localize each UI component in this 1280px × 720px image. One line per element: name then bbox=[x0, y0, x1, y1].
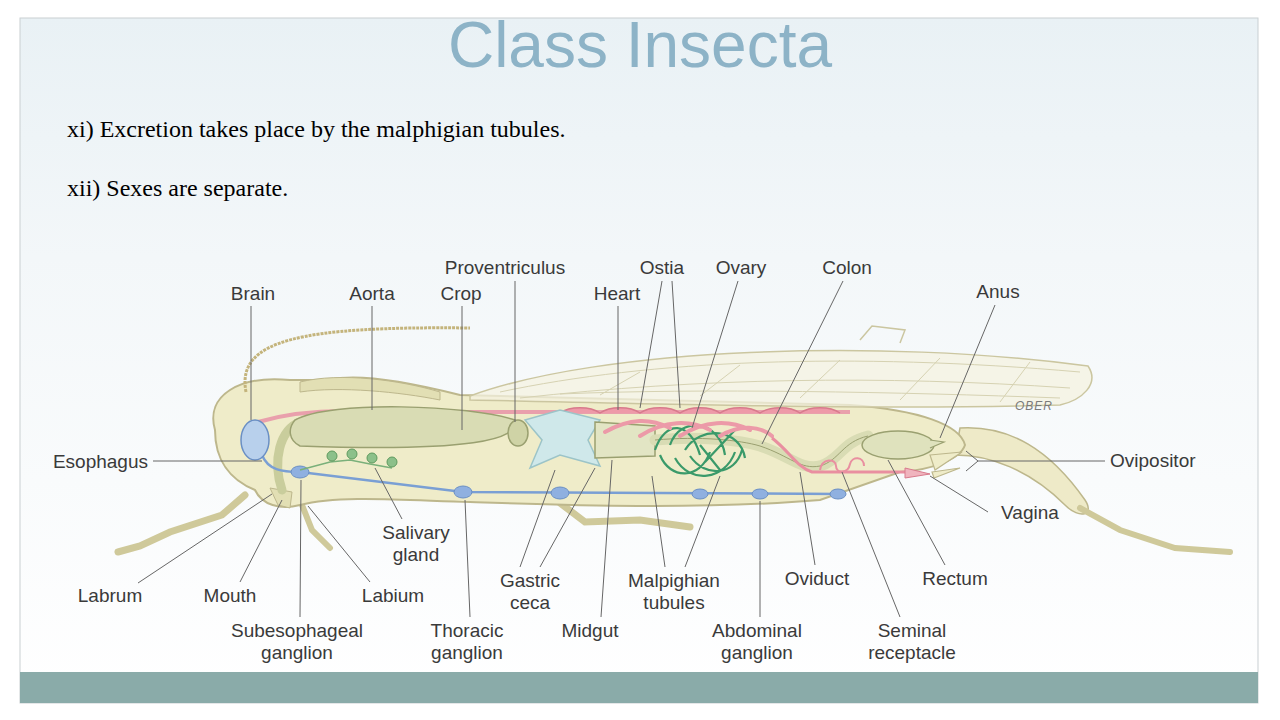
salivary-duct bbox=[300, 460, 392, 470]
wing bbox=[470, 351, 1092, 408]
rectum bbox=[862, 431, 934, 459]
heart bbox=[560, 408, 840, 413]
leader-line bbox=[240, 500, 282, 582]
leader-line bbox=[940, 305, 995, 438]
part-label: Malpighian tubules bbox=[614, 570, 734, 614]
leader-lines bbox=[138, 281, 1105, 617]
front-leg bbox=[118, 495, 245, 552]
salivary-gland bbox=[347, 449, 357, 459]
artist-signature: OBER bbox=[1015, 400, 1053, 414]
part-label: Mouth bbox=[195, 585, 265, 607]
part-label: Ovipositor bbox=[1110, 450, 1250, 472]
leader-line bbox=[462, 306, 463, 430]
leader-line bbox=[251, 306, 252, 420]
part-label: Heart bbox=[582, 283, 652, 305]
part-label: Gastric ceca bbox=[490, 570, 570, 614]
colon bbox=[655, 436, 868, 467]
part-label: Rectum bbox=[915, 568, 995, 590]
ganglion bbox=[551, 487, 569, 499]
part-label: Anus bbox=[963, 281, 1033, 303]
footer-band bbox=[20, 672, 1258, 703]
part-label: Esophagus bbox=[28, 451, 148, 473]
crop bbox=[290, 407, 515, 448]
wing-tip bbox=[860, 326, 905, 343]
leader-line bbox=[842, 472, 900, 617]
part-label: Thoracic ganglion bbox=[412, 620, 522, 664]
midgut bbox=[595, 422, 655, 458]
note-text: xii) Sexes are separate. bbox=[67, 175, 288, 203]
leader-line bbox=[888, 460, 945, 565]
leader-line bbox=[640, 281, 680, 408]
part-label: Labium bbox=[358, 585, 428, 607]
part-label: Abdominal ganglion bbox=[702, 620, 812, 664]
leader-line bbox=[760, 501, 761, 617]
salivary-gland bbox=[387, 457, 397, 467]
malpighian-tubules bbox=[655, 425, 745, 476]
leader-line bbox=[375, 468, 402, 519]
ganglion bbox=[752, 489, 768, 499]
leader-line bbox=[652, 476, 720, 567]
leader-line bbox=[520, 468, 595, 567]
brain bbox=[241, 420, 269, 460]
part-label: Labrum bbox=[70, 585, 150, 607]
salivary-gland bbox=[327, 451, 337, 461]
pronotum bbox=[300, 377, 440, 400]
front-leg bbox=[300, 500, 330, 548]
leader-line bbox=[515, 281, 516, 422]
wing-veins bbox=[500, 358, 1080, 402]
ovary bbox=[605, 421, 772, 436]
leader-line bbox=[138, 494, 272, 583]
part-label: Colon bbox=[812, 257, 882, 279]
ganglion bbox=[454, 486, 472, 498]
anus bbox=[930, 440, 944, 448]
nerve-cord bbox=[262, 455, 840, 494]
part-label: Ovary bbox=[706, 257, 776, 279]
part-label: Vagina bbox=[990, 502, 1070, 524]
leader-line bbox=[153, 461, 262, 462]
leader-line bbox=[618, 306, 619, 410]
note-text: xi) Excretion takes place by the malphig… bbox=[67, 116, 566, 144]
slide-title: Class Insecta bbox=[0, 8, 1280, 82]
part-label: Oviduct bbox=[777, 568, 857, 590]
slide-frame bbox=[20, 18, 1258, 703]
ovipositor-bracket bbox=[966, 451, 1105, 471]
vagina bbox=[905, 468, 930, 478]
leader-line bbox=[601, 460, 612, 617]
leader-line bbox=[372, 306, 373, 410]
part-label: Aorta bbox=[332, 283, 412, 305]
part-label: Salivary gland bbox=[371, 522, 461, 566]
ganglion bbox=[830, 489, 846, 499]
part-label: Ostia bbox=[632, 257, 692, 279]
salivary-gland bbox=[367, 453, 377, 463]
antenna bbox=[245, 328, 470, 392]
leader-line bbox=[930, 476, 988, 512]
leader-line bbox=[465, 500, 470, 617]
hind-femur bbox=[955, 428, 1088, 514]
seminal-receptacle bbox=[820, 458, 864, 472]
colon-line bbox=[655, 436, 868, 467]
leader-line bbox=[308, 506, 370, 582]
oviduct bbox=[772, 438, 905, 472]
leader-line bbox=[800, 472, 815, 565]
leader-line bbox=[762, 281, 843, 444]
leader-line bbox=[300, 480, 301, 617]
part-label: Subesophageal ganglion bbox=[222, 620, 372, 664]
part-label: Proventriculus bbox=[440, 257, 570, 279]
part-label: Seminal receptacle bbox=[857, 620, 967, 664]
ovipositor bbox=[930, 452, 962, 478]
leader-line bbox=[692, 281, 738, 428]
proventriculus bbox=[508, 420, 528, 446]
part-label: Brain bbox=[213, 283, 293, 305]
part-label: Crop bbox=[431, 283, 491, 305]
ganglion bbox=[692, 489, 708, 499]
gastric-ceca bbox=[525, 410, 600, 468]
part-label: Midgut bbox=[555, 620, 625, 642]
hind-tibia bbox=[1080, 508, 1230, 552]
